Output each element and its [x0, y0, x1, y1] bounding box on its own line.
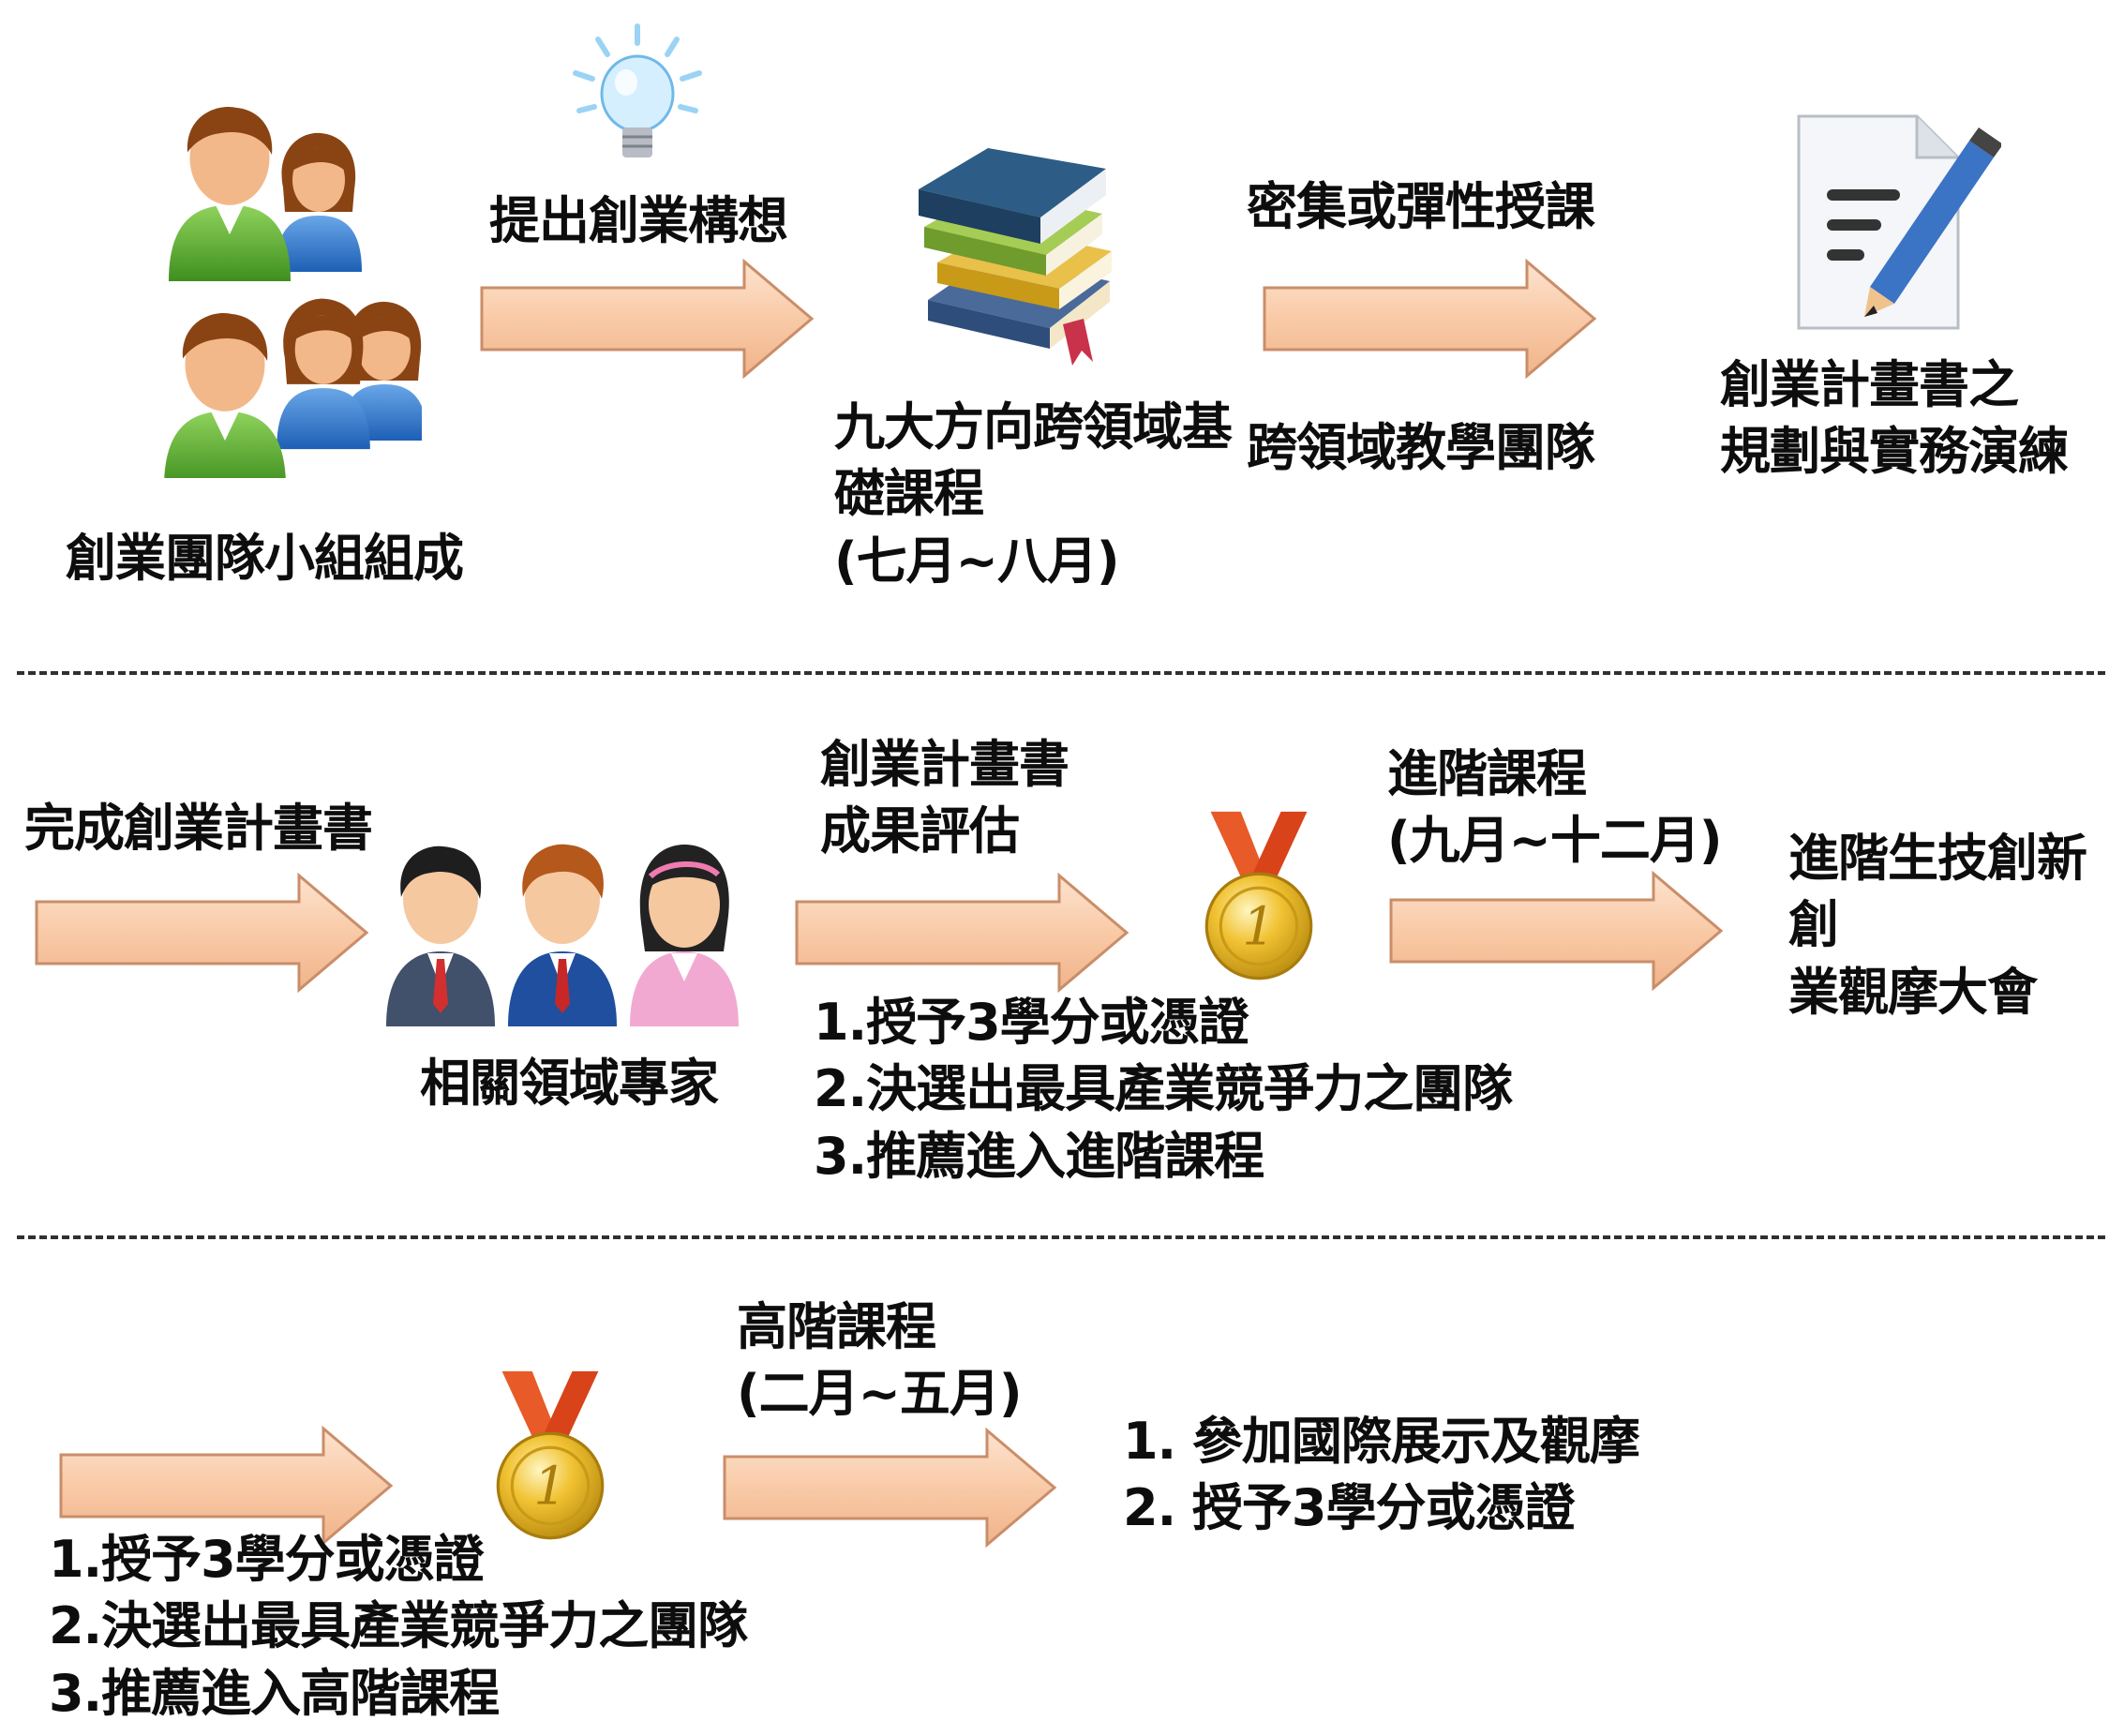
- advanced-course-label: 進階課程 (九月~十二月): [1387, 744, 1723, 871]
- advanced-outcome-label: 進階生技創新創 業觀摩大會: [1788, 829, 2087, 1022]
- flow-arrow-evaluation: [787, 872, 1136, 994]
- document-pen-icon: [1786, 103, 2003, 337]
- idea-label: 提出創業構想: [489, 191, 788, 250]
- complete-plan-label: 完成創業計畫書: [24, 799, 373, 858]
- lightbulb-icon: [562, 17, 712, 176]
- evaluation-label: 創業計畫書 成果評估: [820, 735, 1069, 861]
- medal-icon: [1189, 804, 1329, 992]
- team-label: 創業團隊小組組成: [66, 529, 464, 588]
- medal-icon-2: [480, 1364, 621, 1551]
- high-level-course-label: 高階課程 (二月~五月): [737, 1297, 1023, 1424]
- experts-label: 相關領域專家: [420, 1054, 719, 1113]
- team-icon: [141, 75, 427, 487]
- teaching-mode-label: 密集或彈性授課: [1247, 177, 1595, 236]
- teaching-team-label: 跨領域教學團隊: [1247, 418, 1595, 477]
- section-divider-1: [17, 671, 2105, 675]
- plan-label: 創業計畫書之 規劃與實務演練: [1720, 355, 2069, 482]
- flow-arrow-complete: [24, 872, 379, 994]
- high-selection-results: 1.授予3學分或憑證 2.決選出最具產業競爭力之團隊 3.推薦進入高階課程: [49, 1530, 748, 1723]
- flow-arrow-high-level: [712, 1427, 1067, 1549]
- courses-label: 九大方向跨領域基 礎課程 (七月~八月): [834, 397, 1233, 591]
- evaluation-results: 1.授予3學分或憑證 2.決選出最具產業競爭力之團隊 3.推薦進入進階課程: [814, 993, 1513, 1186]
- flow-arrow-teaching: [1242, 258, 1617, 380]
- section-divider-2: [17, 1235, 2105, 1239]
- high-level-outcome: 1. 參加國際展示及觀摩 2. 授予3學分或憑證: [1123, 1412, 1640, 1538]
- flow-arrow-advanced: [1369, 870, 1743, 992]
- experts-icon: [375, 820, 750, 1026]
- books-icon: [909, 141, 1125, 366]
- flow-arrow-idea: [478, 258, 815, 380]
